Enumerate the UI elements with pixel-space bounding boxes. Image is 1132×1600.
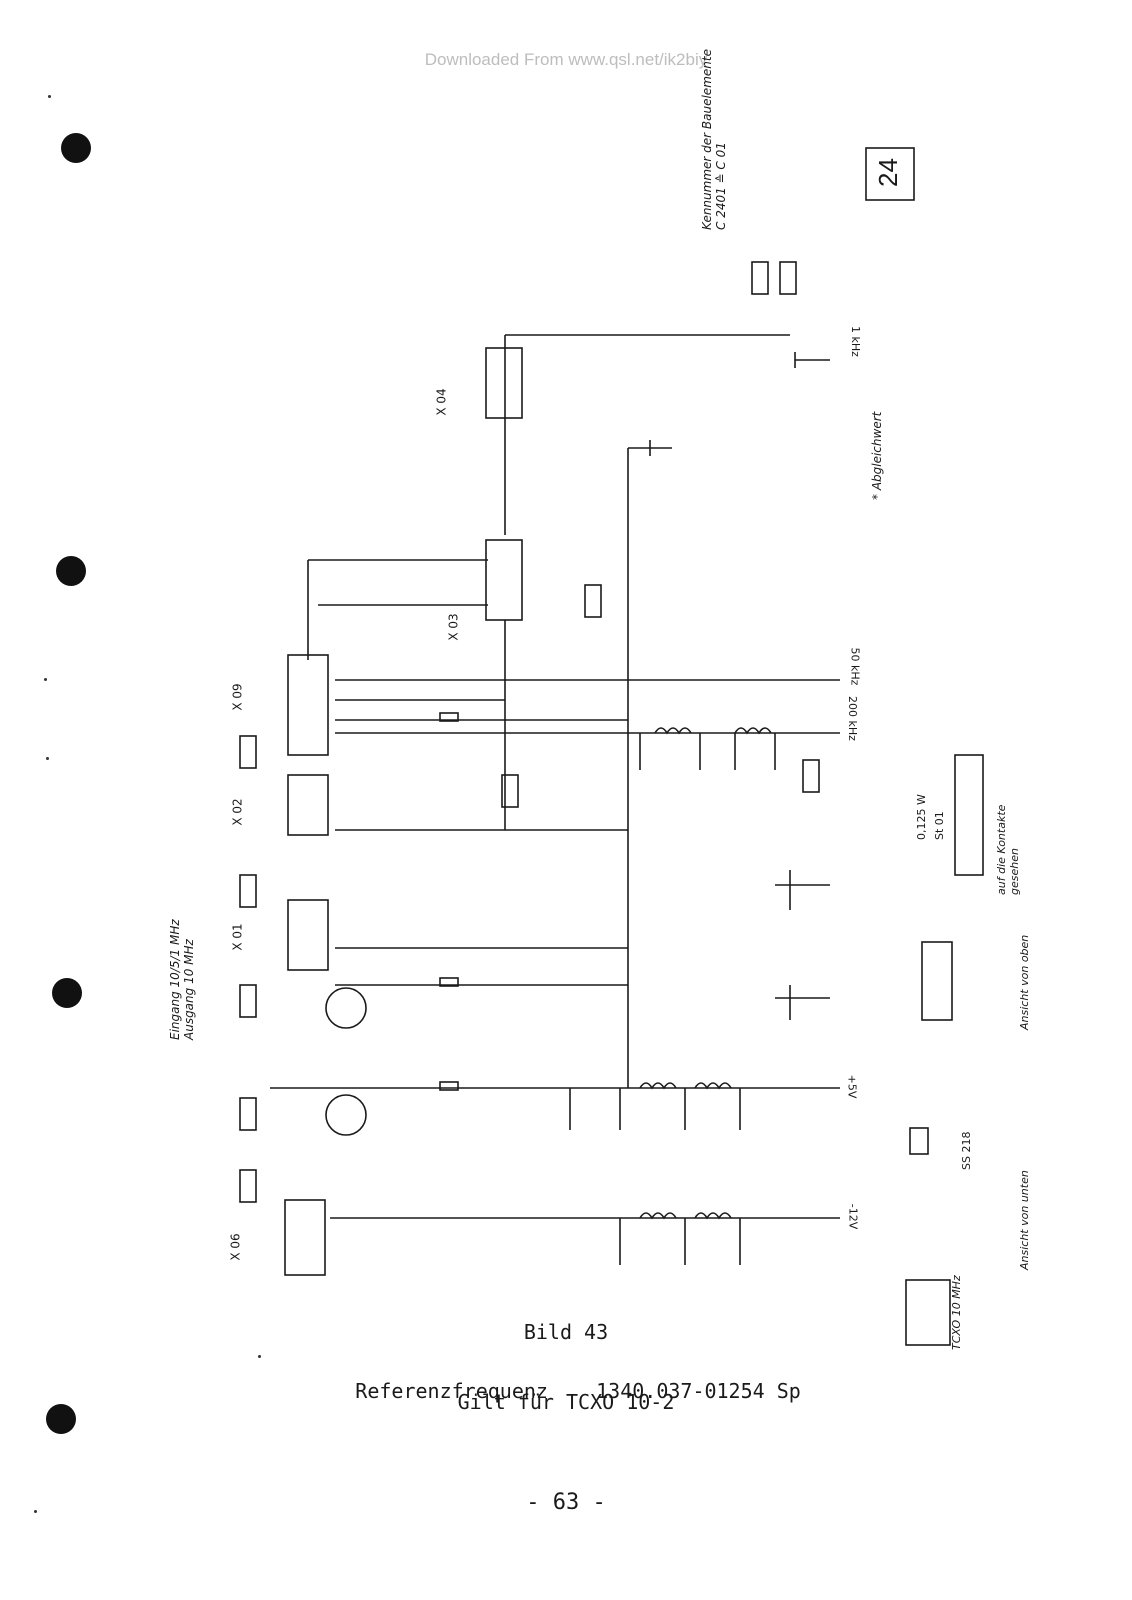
net-label-50khz: 50 kHz (848, 647, 862, 686)
ic-label-x04: X 04 (434, 388, 449, 416)
io-label: Eingang 10/5/1 MHz Ausgang 10 MHz (168, 919, 196, 1040)
punch-hole-4 (46, 1404, 76, 1434)
punch-hole-1 (61, 133, 91, 163)
page-number: - 63 - (526, 1490, 606, 1515)
st01-label: St 01 (933, 811, 946, 840)
caption-name: Referenzfrequenz (355, 1379, 548, 1403)
bottom-view-note: Ansicht von unten (1018, 1170, 1031, 1270)
net-label-200khz: 200 kHz (845, 696, 859, 741)
net-label-plus5v: +5V (845, 1074, 859, 1099)
ic-label-x06: X 06 (228, 1233, 243, 1261)
net-label-1khz: 1 kHz (848, 326, 862, 357)
speck (258, 1355, 261, 1358)
punch-hole-2 (56, 556, 86, 586)
adjust-note: * Abgleichwert (870, 411, 884, 500)
ic-label-x01: X 01 (230, 923, 245, 951)
speck (48, 95, 51, 98)
ic-label-x02: X 02 (230, 798, 245, 826)
ic-label-x03: X 03 (446, 613, 461, 641)
sheet-number: 24 (872, 158, 903, 187)
transistor-type: SS 218 (960, 1131, 973, 1170)
speck (34, 1510, 37, 1513)
caption-subtitle: Referenzfrequenz 1340.037-01254 Sp (0, 1355, 1132, 1403)
caption-validity: Gilt für TCXO 10-2 (457, 1390, 675, 1414)
speck (46, 757, 49, 760)
punch-hole-3 (52, 978, 82, 1008)
caption-part-number: 1340.037-01254 Sp (596, 1379, 801, 1403)
top-view-note: Ansicht von oben (1018, 934, 1031, 1030)
contact-view-note: auf die Kontakte gesehen (995, 804, 1021, 895)
speck (44, 678, 47, 681)
component-id-note: Kennummer der Bauelemente C 2401 ≙ C 01 (700, 49, 728, 230)
caption-title: Bild 43 (523, 1320, 609, 1344)
watermark: Downloaded From www.qsl.net/ik2biy (424, 50, 708, 69)
ic-label-x09: X 09 (230, 683, 245, 711)
resistor-legend: 0,125 W (915, 794, 928, 840)
net-label-minus12v: -12V (846, 1203, 860, 1230)
